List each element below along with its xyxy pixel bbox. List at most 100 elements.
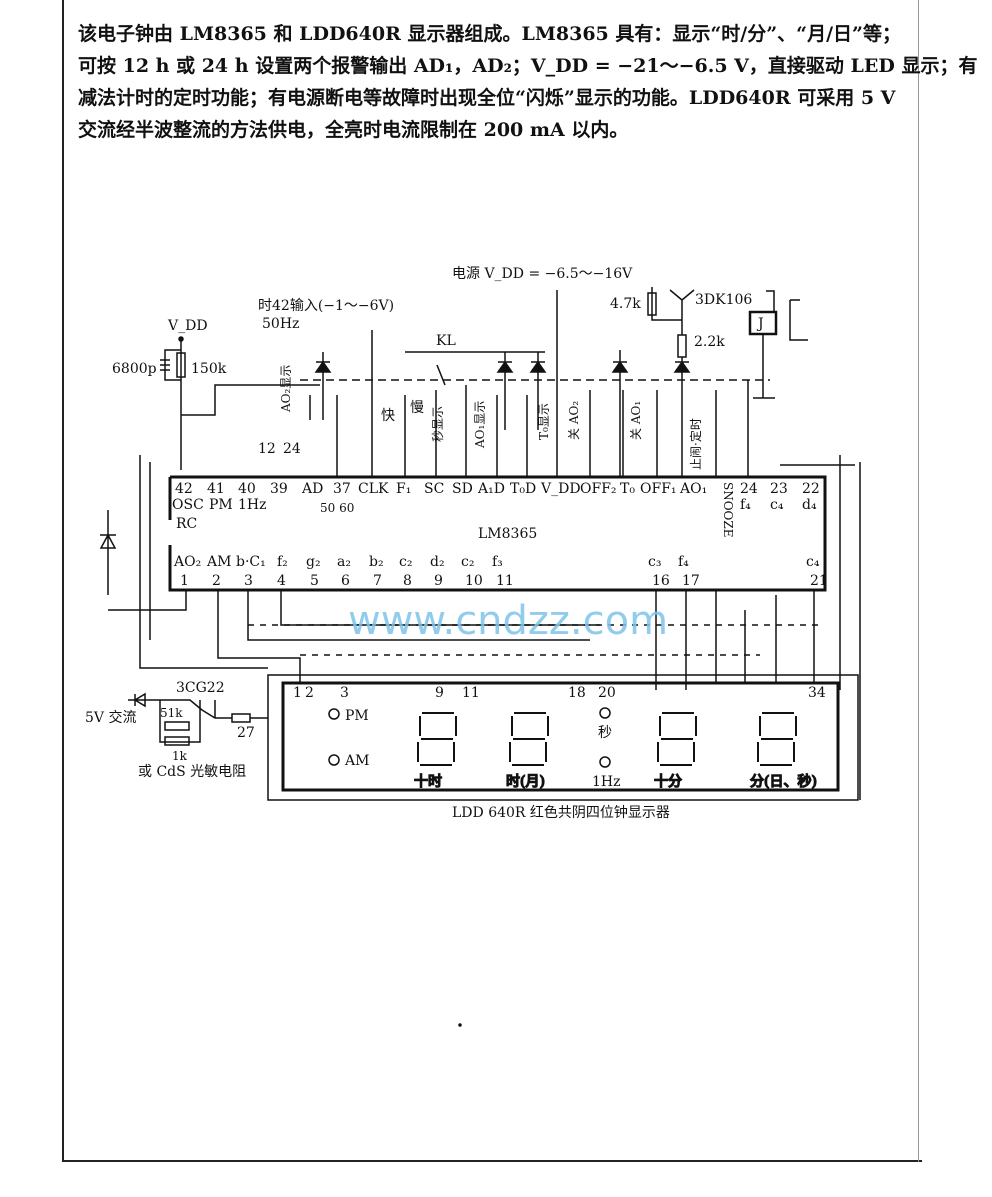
cds-label: 或 CdS 光敏电阻	[138, 764, 246, 780]
res22-label: 2.2k	[694, 334, 725, 350]
chip-top-pin-name: V_DD	[540, 481, 581, 497]
chip-bottom-pin-name: AO₂	[173, 554, 201, 570]
page-frame-bottom	[62, 1160, 922, 1162]
am-led-icon	[328, 754, 340, 766]
chip-top-pin-name: SNOOZE	[721, 482, 735, 538]
sec-label: 秒	[598, 725, 612, 741]
switch-sec-display[interactable]: 秒显示	[431, 406, 445, 442]
res47-label: 4.7k	[610, 296, 641, 312]
chip-top-pin-number: 37	[333, 481, 351, 497]
display-pin-number: 2	[305, 685, 314, 701]
transistor-label: 3DK106	[695, 292, 752, 308]
chip-top-pin-name: T₀	[620, 481, 635, 497]
chip-bottom-pin-number: 2	[212, 573, 221, 589]
switch-ao2-display[interactable]: AO₂显示	[279, 365, 293, 413]
seven-segment-digit	[657, 712, 697, 766]
chip-bottom-pin-name: f₄	[678, 554, 689, 570]
power-label: 电源 V_DD = −6.5～−16V	[452, 266, 633, 282]
chip-top-pin-name: F₁	[396, 481, 411, 497]
chip-top-pin-name: OSC	[172, 497, 204, 513]
diode-icon	[314, 352, 332, 420]
switch-fast[interactable]: 快	[381, 408, 395, 424]
resistor-2.2k	[677, 334, 687, 358]
chip-bottom-pin-name: c₃	[648, 554, 661, 570]
diode-icon	[529, 352, 547, 430]
chip-top-pin-name: SD	[452, 481, 473, 497]
pm-label: PM	[345, 708, 369, 724]
vdd-label: V_DD	[167, 318, 208, 334]
switch-ao1-display[interactable]: AO₁显示	[473, 401, 487, 449]
chip-top-pin-name: CLK	[358, 481, 389, 497]
chip-bottom-pin-number: 3	[244, 573, 253, 589]
chip-top-pin-number: 40	[238, 481, 256, 497]
display-pin-number: 20	[598, 685, 616, 701]
chip-bottom-pin-number: 4	[277, 573, 286, 589]
switch-slow[interactable]: 慢	[410, 399, 424, 416]
chip-bottom-pin-number: 21	[810, 573, 828, 589]
watermark: www.cndzz.com	[348, 598, 668, 644]
cap-label: 6800p	[112, 361, 157, 377]
chip-lm8365	[168, 475, 827, 592]
supply-label: 5V 交流	[85, 709, 136, 726]
display-pin-number: 3	[340, 685, 349, 701]
mode-24-label: 24	[283, 441, 301, 457]
digit-label: 分(日、秒)	[750, 774, 817, 790]
chip-bottom-pin-number: 11	[496, 573, 514, 589]
display-pin-number: 9	[435, 685, 444, 701]
chip-bottom-pin-number: 10	[465, 573, 483, 589]
display-pin-number: 34	[808, 685, 826, 701]
pnp-label: 3CG22	[176, 680, 225, 696]
chip-bottom-pin-name: b₂	[369, 554, 384, 570]
chip-bottom-pin-number: 16	[652, 573, 670, 589]
diode-icon	[611, 350, 629, 477]
intro-line: 可按 12 h 或 24 h 设置两个报警输出 AD₁，AD₂；V_DD = −…	[78, 55, 978, 77]
resistor-51k	[164, 721, 190, 731]
relay-label: J	[756, 316, 764, 332]
chip-bottom-pin-number: 1	[180, 573, 189, 589]
chip-bottom-pin-name: c₂	[461, 554, 474, 570]
resistor-27	[231, 713, 251, 723]
chip-bottom-pin-name: a₂	[337, 554, 351, 570]
chip-bottom-pin-name: d₂	[430, 554, 445, 570]
switch-snooze-timer[interactable]: 止闹·定时	[688, 418, 703, 470]
rc-label: RC	[176, 516, 197, 532]
chip-top-pin-name: OFF₁	[640, 481, 677, 497]
chip-top-pin-name: AD	[301, 481, 323, 497]
resistor-150k	[176, 352, 186, 378]
intro-paragraph: 该电子钟由 LM8365 和 LDD640R 显示器组成。LM8365 具有：显…	[78, 18, 978, 146]
hz1-led-icon	[599, 756, 611, 768]
chip-top-pin-number: 23	[770, 481, 788, 497]
sec-led-icon	[599, 707, 611, 719]
chip-top-pin-number: 22	[802, 481, 820, 497]
chip-bottom-pin-number: 17	[682, 573, 700, 589]
res150-label: 150k	[191, 361, 227, 377]
am-label: AM	[344, 753, 369, 769]
chip-top-pin-name: SC	[424, 481, 444, 497]
chip-top-pin-name: 1Hz	[238, 497, 267, 513]
page-frame-right	[918, 0, 919, 1162]
display-ldd640r	[281, 681, 840, 792]
chip-top-pin-name: T₀D	[510, 481, 536, 497]
switch-off-ao2[interactable]: 关 AO₂	[567, 401, 581, 440]
hour-input-label: 时42输入(−1～−6V)	[258, 298, 394, 314]
display-pin-number: 18	[568, 685, 586, 701]
res27-label: 27	[237, 725, 255, 741]
chip-bottom-pin-number: 8	[403, 573, 412, 589]
switch-off-ao1[interactable]: 关 AO₁	[629, 401, 643, 440]
display-pin-number: 11	[462, 685, 480, 701]
hz50-label: 50Hz	[262, 316, 299, 332]
display-pin-number: 1	[293, 685, 302, 701]
chip-top-pin-name: c₄	[770, 497, 784, 513]
chip-bottom-pin-number: 6	[341, 573, 350, 589]
display-outer-frame	[267, 674, 859, 801]
switch-t0-display[interactable]: T₀显示	[537, 403, 551, 440]
chip-bottom-pin-number: 5	[310, 573, 319, 589]
chip-bottom-pin-name: c₄	[806, 554, 820, 570]
pm-led-icon	[328, 708, 340, 720]
diode-icon	[496, 352, 514, 430]
resistor-1k	[164, 736, 190, 746]
chip-bottom-pin-number: 9	[434, 573, 443, 589]
chip-top-pin-name: A₁D	[477, 481, 505, 497]
intro-line: 交流经半波整流的方法供电，全亮时电流限制在 200 mA 以内。	[78, 119, 629, 141]
